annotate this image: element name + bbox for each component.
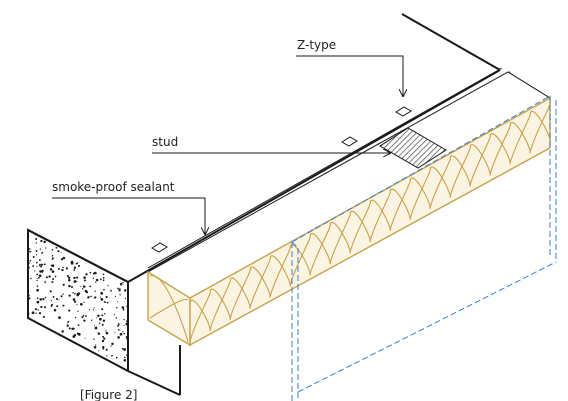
label-sealant: smoke-proof sealant: [52, 180, 175, 194]
concrete-slab: [26, 228, 129, 373]
label-stud: stud: [152, 135, 178, 149]
insulation-band: [147, 71, 551, 347]
figure-caption: [Figure 2]: [80, 388, 137, 401]
concrete-speckles: [26, 238, 129, 362]
z-clip-icon: [151, 106, 412, 253]
label-z-type: Z-type: [297, 38, 336, 52]
stud-block: [379, 127, 447, 169]
insulation-side-face: [189, 96, 551, 347]
insulation-top-face: [147, 71, 551, 299]
dashed-panel: [291, 95, 557, 401]
leader-sealant: [52, 197, 205, 234]
concrete-slab-front: [27, 228, 129, 373]
concrete-slab-top-edge: [27, 229, 129, 283]
insulation-waves: [149, 101, 551, 343]
leader-z-type: [296, 55, 403, 96]
